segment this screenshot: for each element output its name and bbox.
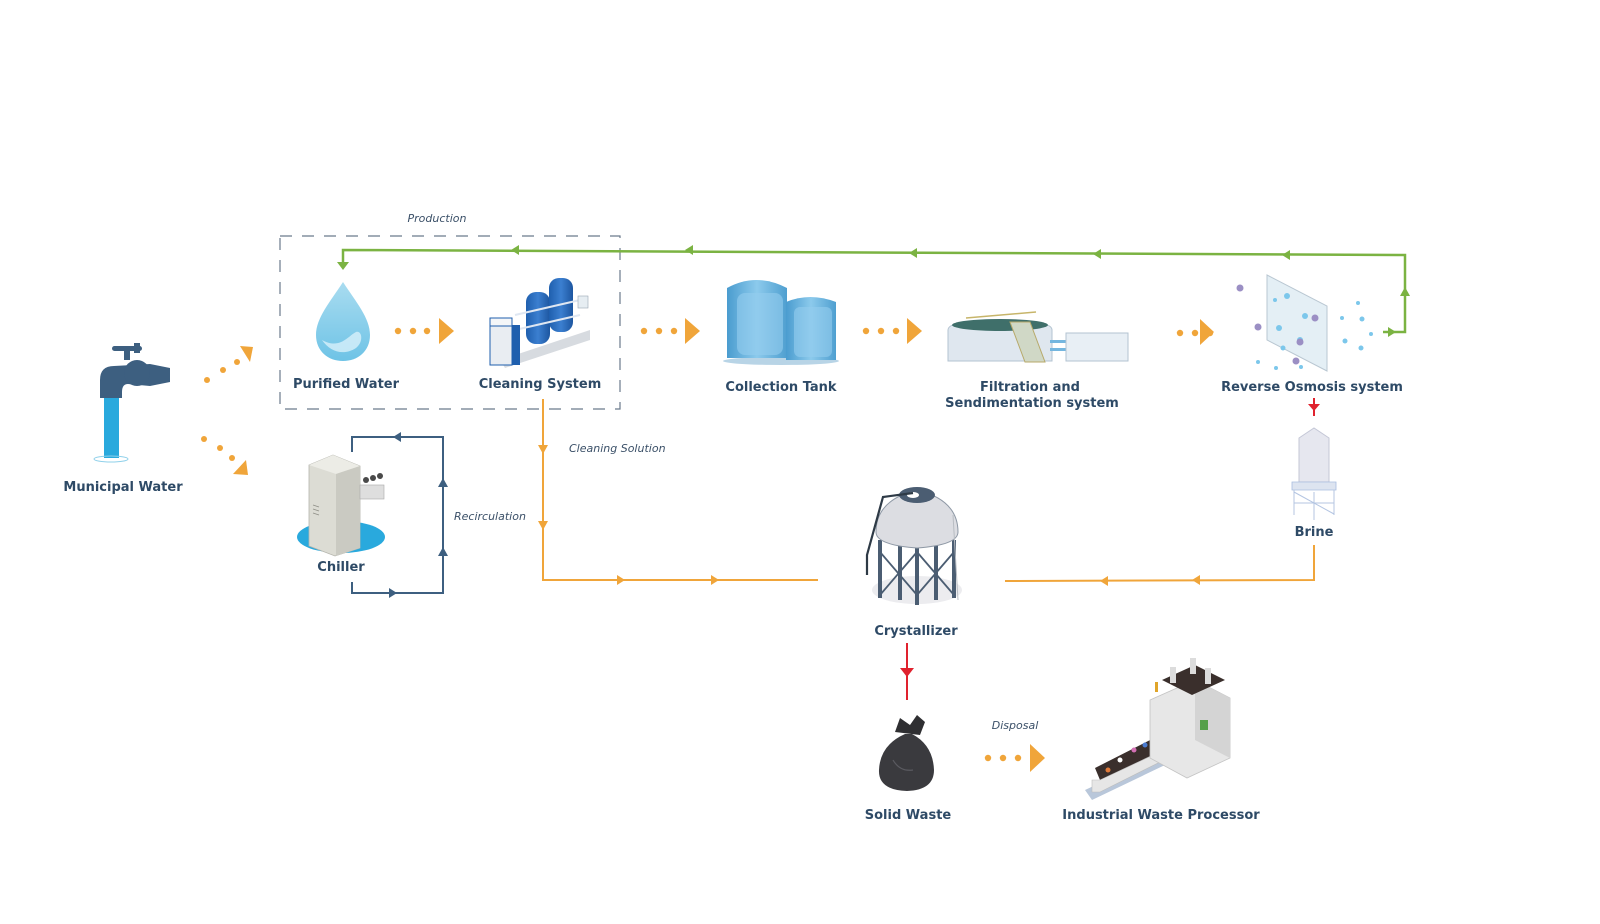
dotted-flow-arrows (201, 318, 1214, 772)
storage-tanks-icon (723, 280, 839, 365)
node-chiller[interactable]: Chiller (297, 454, 385, 575)
return-arrowhead (685, 245, 693, 255)
crystallizer-tank-icon (865, 487, 962, 605)
return-arrowhead (1400, 287, 1410, 296)
disposal-label: Disposal (992, 719, 1039, 732)
return-arrowhead (337, 262, 349, 270)
collection-tank-label: Collection Tank (725, 380, 837, 395)
return-arrowhead (1093, 249, 1101, 259)
chiller-label: Chiller (317, 560, 365, 575)
node-brine[interactable]: Brine (1291, 427, 1337, 540)
production-group-border (279, 235, 621, 410)
solid-waste-label: Solid Waste (865, 808, 952, 823)
industrial-waste-processor-label: Industrial Waste Processor (1062, 808, 1260, 823)
dotted-arrow-filtration-to-ro (1176, 319, 1214, 345)
dotted-arrow-collection-to-filtration (862, 318, 922, 344)
waste-flow-arrows (900, 398, 1320, 700)
filtration-label-line2: Sendimentation system (945, 396, 1119, 411)
cleaning-solution-label: Cleaning Solution (569, 442, 666, 455)
return-flow-path (341, 248, 1407, 334)
municipal-water-label: Municipal Water (63, 480, 183, 495)
flow-arrowhead (1192, 575, 1200, 585)
brine-flow-path (1004, 545, 1315, 582)
return-flow-line (337, 245, 1410, 337)
cleaning-system-label: Cleaning System (479, 377, 602, 392)
flow-arrowhead (438, 478, 448, 487)
sedimentation-basin-icon (947, 311, 1129, 363)
recirculation-label: Recirculation (454, 510, 526, 523)
node-municipal-water[interactable]: Municipal Water (63, 343, 183, 495)
recirculation-loop: Recirculation (351, 432, 526, 598)
node-industrial-waste-processor[interactable]: Industrial Waste Processor (1062, 658, 1260, 823)
node-crystallizer[interactable]: Crystallizer (865, 487, 962, 639)
filtration-label-line1: Filtration and (980, 380, 1080, 395)
crystallizer-label: Crystallizer (874, 624, 958, 639)
flow-arrowhead (711, 575, 719, 585)
node-reverse-osmosis[interactable]: Reverse Osmosis system (1221, 274, 1403, 395)
garbage-bag-icon (878, 715, 934, 791)
membrane-icon (1236, 274, 1373, 372)
node-solid-waste[interactable]: Solid Waste (865, 715, 952, 823)
brine-label: Brine (1295, 525, 1334, 540)
reverse-osmosis-label: Reverse Osmosis system (1221, 380, 1403, 395)
return-arrowhead (1388, 327, 1396, 337)
water-tower-icon (1291, 427, 1337, 520)
flow-arrowhead (538, 521, 548, 530)
faucet-icon (93, 343, 170, 463)
flow-arrowhead (389, 588, 397, 598)
node-collection-tank[interactable]: Collection Tank (723, 280, 839, 395)
node-cleaning-system[interactable]: Cleaning System (479, 278, 602, 392)
node-filtration-sedimentation[interactable]: Filtration and Sendimentation system (945, 311, 1129, 411)
recirculation-path (351, 436, 444, 594)
dotted-arrow-municipal-to-purified (204, 346, 253, 383)
cleaning-solution-flow: Cleaning Solution (538, 399, 818, 585)
flow-arrowhead (438, 547, 448, 556)
dotted-arrow-cleaning-to-collection (640, 318, 700, 344)
dotted-arrow-purified-to-cleaning (394, 318, 454, 344)
flow-arrowhead (1100, 576, 1108, 586)
dotted-arrow-municipal-to-chiller (201, 436, 248, 475)
chiller-unit-icon (297, 454, 385, 557)
dotted-arrow-solid-waste-to-processor (984, 744, 1045, 772)
return-arrowhead (511, 245, 519, 255)
purified-water-label: Purified Water (293, 377, 400, 392)
waste-arrowhead (1308, 404, 1320, 411)
node-purified-water[interactable]: Purified Water (293, 282, 400, 392)
flow-arrowhead (617, 575, 625, 585)
production-group-label: Production (408, 212, 467, 225)
water-treatment-plant-icon (489, 278, 590, 368)
flow-arrowhead (538, 445, 548, 454)
waste-arrowhead (900, 668, 914, 677)
production-group: Production (279, 212, 621, 410)
return-arrowhead (1282, 250, 1290, 260)
conveyor-machine-icon (1085, 658, 1231, 800)
cleaning-solution-path (542, 399, 818, 581)
flow-arrowhead (393, 432, 401, 442)
return-arrowhead (909, 248, 917, 258)
water-drop-icon (316, 282, 370, 361)
brine-to-crystallizer-flow (1004, 545, 1315, 586)
